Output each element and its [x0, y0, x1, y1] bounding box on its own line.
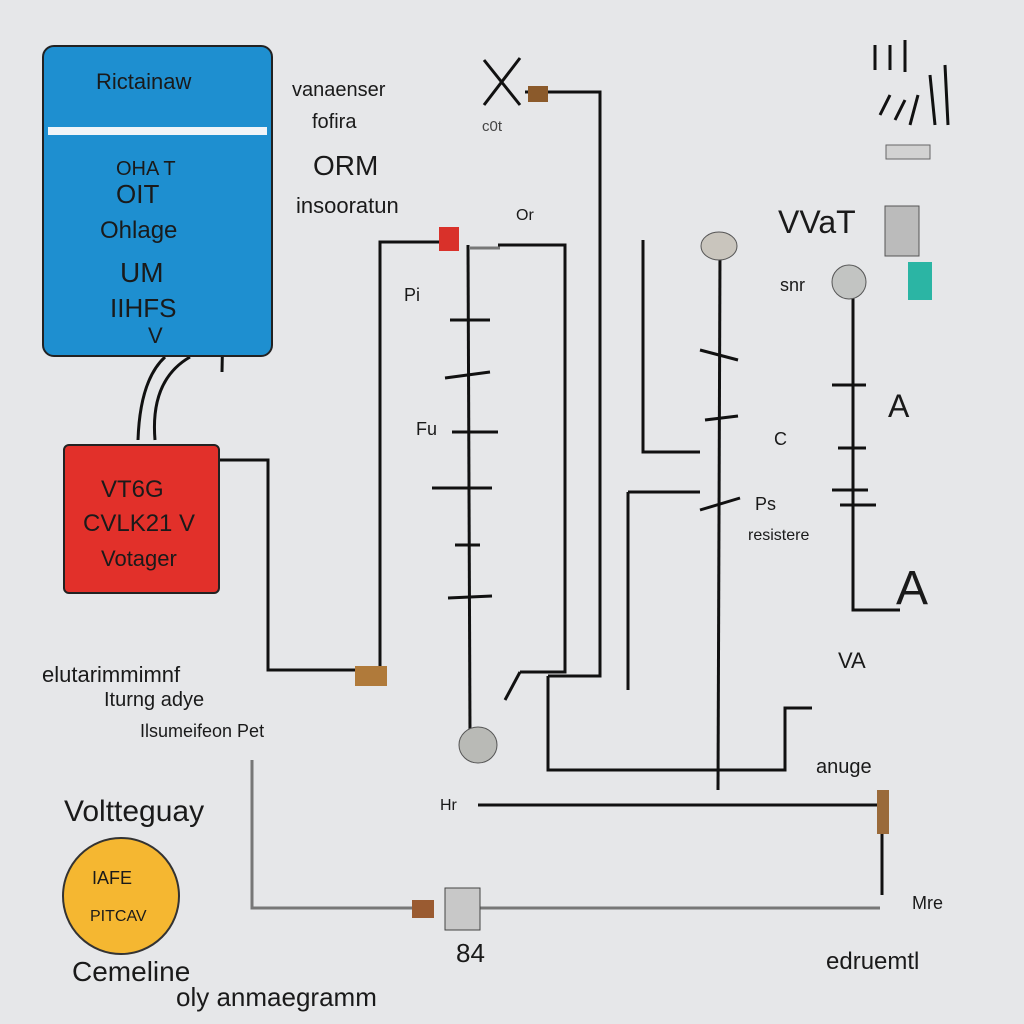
label-right-va: VA [838, 648, 866, 673]
label-top-center-1: vanaenser [292, 79, 386, 101]
red-panel-line-1: VT6G [101, 476, 164, 503]
label-mid-fu: Fu [416, 419, 438, 439]
label-mid-ps: Ps [755, 494, 777, 514]
yellow-badge-line-2: PITCAV [90, 908, 147, 925]
yellow-badge-line-1: IAFE [92, 868, 133, 888]
component-string-1 [466, 244, 472, 736]
label-left-3: Ilsumeifeon Pet [140, 721, 265, 741]
component-top-small [885, 144, 931, 160]
label-bottom-right-1: anuge [816, 756, 872, 778]
terminal-bottom [412, 900, 434, 918]
label-top-right-2: snr [780, 275, 806, 295]
label-top-center-4: insooratun [296, 193, 399, 218]
wire-loop-inner [498, 243, 567, 674]
wire-bottom-step [546, 676, 812, 772]
blue-panel-line-3: Ohlage [100, 217, 178, 244]
blue-panel-line-5: IIHFS [110, 293, 177, 323]
blue-panel-line-1: OHA T [116, 158, 176, 180]
top-right-glyphs [482, 40, 950, 126]
component-string-3 [851, 290, 900, 612]
wire-top-loop [525, 90, 602, 678]
component-top-right [884, 205, 920, 257]
blue-panel-line-4: UM [120, 257, 164, 288]
yellow-badge: IAFE PITCAV [62, 837, 180, 955]
label-bottom-right-2: edruemtl [826, 948, 920, 975]
terminal-top [528, 86, 548, 102]
label-bottom-left-2: oly anmaegramm [176, 982, 377, 1012]
label-right-a: A [888, 388, 910, 424]
terminal-right [877, 790, 889, 834]
wire-red-out [220, 458, 365, 672]
label-mid-registre: resistere [748, 527, 810, 544]
label-top-mid-1: c0t [482, 118, 503, 135]
component-box-bottom [444, 887, 481, 931]
component-symbols-1 [432, 318, 876, 701]
terminal-left [355, 666, 387, 686]
label-top-center-2: fofira [312, 111, 357, 133]
label-right-a2: A [896, 562, 929, 615]
label-bottom-84: 84 [456, 938, 485, 968]
label-top-right-1: VVaT [778, 204, 856, 240]
wire-blue-red-2 [152, 355, 191, 441]
terminal-red [439, 227, 459, 251]
blue-panel-line-2: OIT [116, 179, 160, 209]
wire-gray-left [250, 760, 415, 910]
component-string-2 [716, 249, 722, 791]
wire-mid-loop [641, 240, 700, 454]
label-top-mid-2: Or [516, 207, 534, 224]
label-bottom-left-1: Cemeline [72, 956, 191, 987]
red-panel-line-2: CVLK21 V [83, 510, 196, 537]
label-left-2: Iturng adye [104, 689, 205, 711]
node-right-top [831, 264, 867, 300]
label-c: C [774, 429, 787, 449]
wire-blue-red-1 [136, 355, 167, 441]
label-left-voltage: Voltteguay [64, 795, 205, 828]
label-bottom-right-3: Mre [912, 893, 943, 913]
red-panel-line-3: Votager [101, 546, 177, 571]
blue-panel-line-6: V [148, 323, 163, 348]
wire-loop-left [378, 240, 440, 670]
component-teal [908, 262, 932, 300]
label-mid-pi: Pi [404, 285, 421, 305]
label-left-1: elutarimmimnf [42, 662, 181, 687]
blue-panel-divider [48, 127, 267, 135]
node-mid-top [700, 231, 738, 261]
red-panel: VT6G CVLK21 V Votager [63, 444, 220, 594]
label-top-center-3: ORM [313, 150, 379, 181]
label-hr: Hr [440, 797, 457, 814]
node-bottom-bulb [458, 726, 498, 764]
blue-panel: Rictainaw OHA T OIT Ohlage UM IIHFS V [42, 45, 273, 357]
blue-panel-title: Rictainaw [96, 69, 192, 94]
